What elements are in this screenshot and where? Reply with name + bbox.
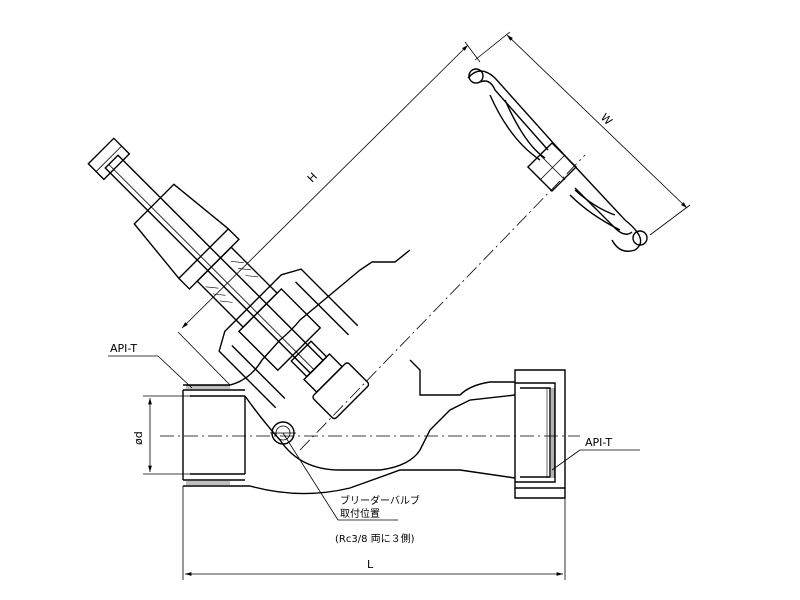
valve-body <box>183 249 566 499</box>
api-left-label: API-T <box>110 342 137 355</box>
handwheel <box>467 68 648 252</box>
api-callout-right: API-T <box>551 436 640 471</box>
dim-l-label: L <box>367 558 374 571</box>
dim-h-label: H <box>305 170 320 185</box>
dimension-h: H <box>177 41 481 386</box>
bleeder-callout: ブリーダーバルブ 取付位置 (Rc3/8 両に３側) <box>282 432 420 545</box>
right-port <box>515 382 556 483</box>
bonnet-assembly <box>87 137 370 420</box>
api-callout-left: API-T <box>108 342 193 389</box>
dimension-d: ød <box>132 395 190 475</box>
left-port <box>182 385 246 485</box>
dimension-l: L <box>182 486 566 580</box>
dim-d-label: ød <box>132 431 145 445</box>
stem-centerline <box>299 154 586 451</box>
dim-w-label: W <box>598 111 615 128</box>
bleeder-label-1: ブリーダーバルブ <box>340 494 420 507</box>
bleeder-label-3: (Rc3/8 両に３側) <box>335 532 415 545</box>
bleeder-label-2: 取付位置 <box>340 507 380 520</box>
api-right-label: API-T <box>585 436 612 449</box>
dimension-w: W <box>474 31 691 236</box>
